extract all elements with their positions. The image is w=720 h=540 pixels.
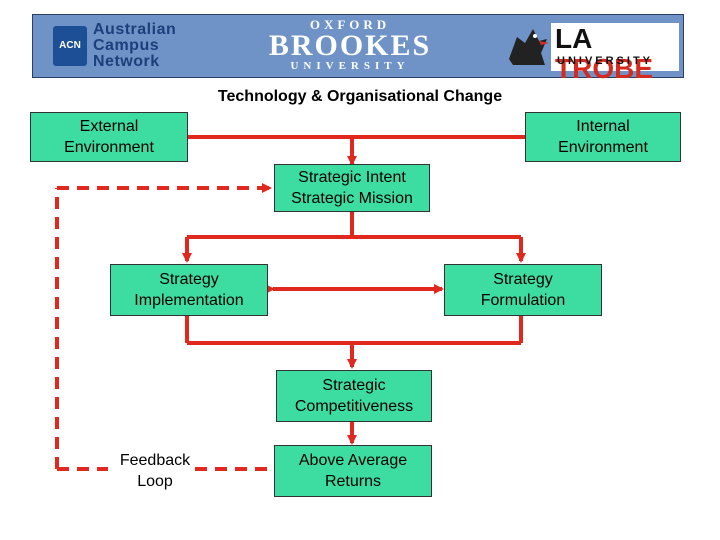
- internal-environment-box: Internal Environment: [525, 112, 681, 162]
- la-trobe-trobe: TROBE: [555, 53, 653, 84]
- strategic-intent-box: Strategic Intent Strategic Mission: [274, 164, 430, 212]
- la-trobe-line-1: LA TROBE: [555, 24, 679, 84]
- above-average-returns-box: Above Average Returns: [274, 445, 432, 497]
- strategy-implementation-box: Strategy Implementation: [110, 264, 268, 316]
- strategy-formulation-box: Strategy Formulation: [444, 264, 602, 316]
- la-trobe-logo: LA TROBE UNIVERSITY: [551, 23, 679, 84]
- acn-line-1: Australian: [93, 21, 177, 38]
- acn-logo-text: Australian Campus Network: [93, 22, 176, 70]
- la-trobe-line-2: UNIVERSITY: [557, 55, 654, 67]
- external-environment-box: External Environment: [30, 112, 188, 162]
- diagram-title: Technology & Organisational Change: [217, 88, 503, 105]
- acn-line-3: Network: [93, 53, 160, 70]
- feedback-loop-label: Feedback Loop: [119, 452, 191, 490]
- la-trobe-emblem-icon: [509, 29, 549, 65]
- header-banner: ACN Australian Campus Network OXFORD BRO…: [32, 14, 684, 84]
- oxford-line-3: UNIVERSITY: [290, 60, 410, 72]
- oxford-brookes-logo: OXFORD BROOKES UNIVERSITY: [255, 17, 445, 73]
- oxford-line-2: BROOKES: [268, 29, 432, 62]
- strategic-competitiveness-box: Strategic Competitiveness: [276, 370, 432, 422]
- la-trobe-la: LA: [555, 23, 592, 54]
- acn-logo-icon: ACN: [53, 26, 87, 66]
- acn-line-2: Campus: [93, 37, 160, 54]
- oxford-line-1: OXFORD: [309, 17, 391, 32]
